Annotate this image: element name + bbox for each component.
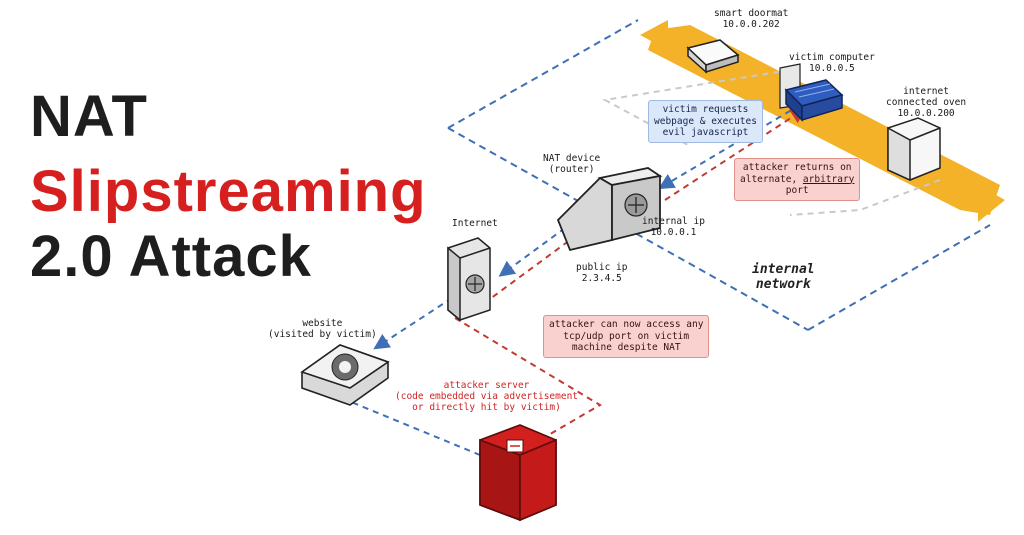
attacker-flow-lines	[454, 107, 807, 441]
internet-server-device	[447, 237, 491, 322]
attacker-access-callout: attacker can now access any tcp/udp port…	[543, 315, 710, 358]
victim-computer-label: victim computer 10.0.0.5	[789, 52, 875, 74]
website-device	[300, 344, 390, 406]
title-line-3: 2.0 Attack	[30, 224, 312, 289]
oven-label: internet connected oven 10.0.0.200	[886, 86, 967, 119]
website-label: website (visited by victim)	[268, 318, 377, 340]
public-ip-label: public ip 2.3.4.5	[576, 262, 628, 284]
nat-device-label: NAT device (router)	[543, 153, 601, 175]
victim-requests-callout: victim requests webpage & executes evil …	[648, 100, 763, 143]
internet-label: Internet	[452, 218, 498, 229]
internal-network-label: internal network	[752, 262, 815, 292]
request-flow-lines	[321, 104, 801, 456]
attacker-server-device	[479, 424, 557, 522]
smart-doormat-device	[686, 39, 740, 74]
internal-ip-label: internal ip 10.0.0.1	[642, 216, 705, 238]
victim-computer-device	[779, 63, 844, 122]
title-line-1: NAT	[30, 84, 148, 149]
gray-flow-lines	[601, 69, 941, 216]
smart-doormat-label: smart doormat 10.0.0.202	[714, 8, 789, 30]
nat-router-device	[556, 167, 663, 252]
oven-device	[887, 117, 941, 182]
attacker-server-label: attacker server (code embedded via adver…	[395, 380, 579, 413]
title-line-2: Slipstreaming	[30, 159, 427, 224]
attacker-returns-callout: attacker returns on alternate, arbitrary…	[734, 158, 861, 201]
